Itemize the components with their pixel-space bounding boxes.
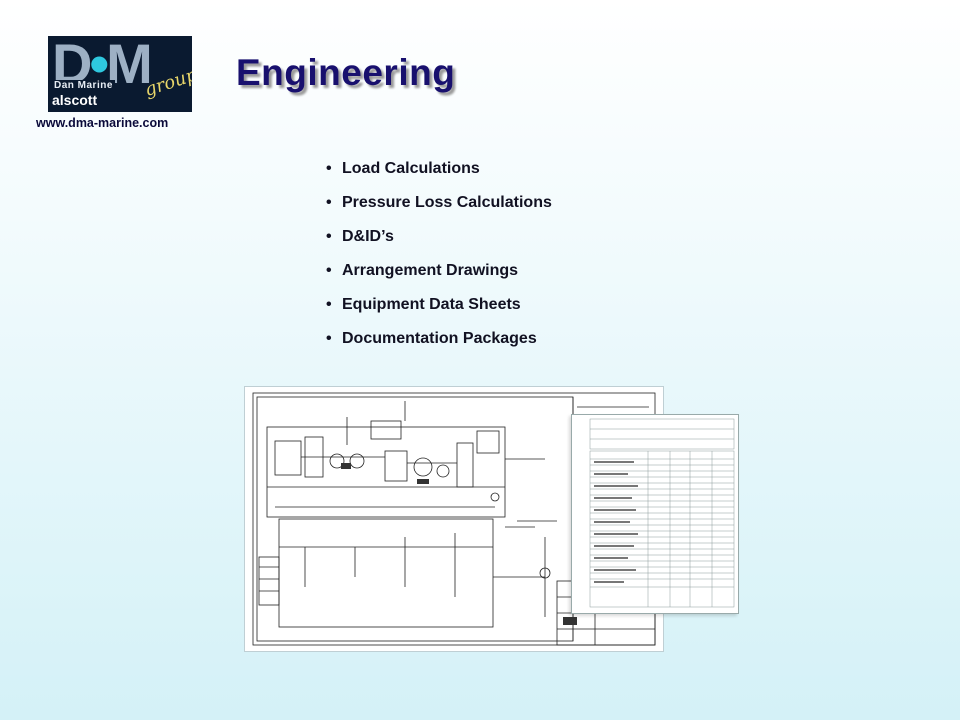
- bullet-item: • Load Calculations: [326, 155, 552, 189]
- bullet-item: • Documentation Packages: [326, 325, 552, 359]
- page-title: Engineering: [236, 52, 456, 93]
- bullet-text: Equipment Data Sheets: [342, 296, 521, 313]
- bullet-text: Pressure Loss Calculations: [342, 194, 552, 211]
- bullet-dot-icon: •: [326, 296, 332, 313]
- bullet-dot-icon: •: [326, 160, 332, 177]
- bullet-item: • Equipment Data Sheets: [326, 291, 552, 325]
- bullet-dot-icon: •: [326, 194, 332, 211]
- company-logo: D•M Dan Marine alscott group: [48, 36, 192, 112]
- bullet-text: Load Calculations: [342, 160, 480, 177]
- bullet-text: D&ID’s: [342, 228, 394, 245]
- logo-dan-marine: Dan Marine: [52, 80, 115, 91]
- data-sheet-table: [589, 418, 735, 608]
- bullet-item: • D&ID’s: [326, 223, 552, 257]
- website-url[interactable]: www.dma-marine.com: [36, 116, 169, 130]
- bullet-dot-icon: •: [326, 262, 332, 279]
- bullet-item: • Pressure Loss Calculations: [326, 189, 552, 223]
- bullet-text: Documentation Packages: [342, 330, 537, 347]
- bullet-list: • Load Calculations • Pressure Loss Calcul…: [326, 155, 552, 359]
- bullet-dot-icon: •: [326, 330, 332, 347]
- equipment-data-sheet-image: [571, 414, 739, 614]
- logo-alscott: alscott: [52, 92, 98, 108]
- bullet-item: • Arrangement Drawings: [326, 257, 552, 291]
- bullet-text: Arrangement Drawings: [342, 262, 519, 279]
- bullet-dot-icon: •: [326, 228, 332, 245]
